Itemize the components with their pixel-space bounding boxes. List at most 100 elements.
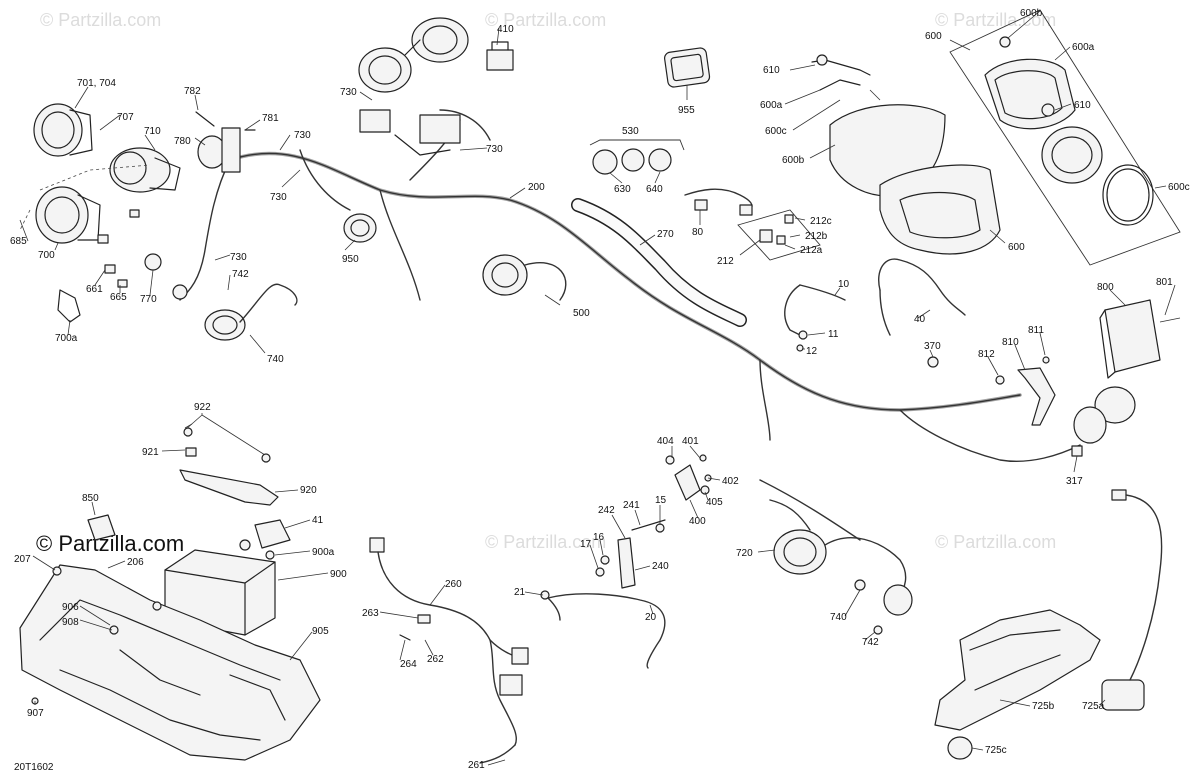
callout-404: 404: [657, 436, 674, 447]
callout-15: 15: [655, 495, 667, 506]
callout-80: 80: [692, 227, 704, 238]
callout-781: 781: [262, 113, 279, 124]
callout-900a: 900a: [312, 547, 335, 558]
switch-950: [343, 213, 377, 243]
callout-317: 317: [1066, 476, 1083, 487]
callout-907: 907: [27, 708, 44, 719]
drawing-code: 20T1602: [14, 762, 54, 773]
callout-730-c: 730: [340, 87, 357, 98]
callout-21: 21: [514, 587, 526, 598]
callout-262: 262: [427, 654, 444, 665]
callout-530: 530: [622, 126, 639, 137]
callout-700: 700: [38, 250, 55, 261]
callout-500: 500: [573, 308, 590, 319]
callout-740-b: 740: [830, 612, 847, 623]
main-harness: [179, 109, 1081, 541]
headlight-assembly-top: [358, 17, 514, 156]
instrument-detail-box: [949, 9, 1181, 266]
callout-200: 200: [528, 182, 545, 193]
callout-600c-a: 600c: [765, 126, 787, 137]
callout-11: 11: [828, 329, 839, 340]
harness-tube-270: [571, 198, 747, 327]
callout-41: 41: [312, 515, 324, 526]
callout-600b-b: 600b: [1020, 8, 1043, 19]
callout-665: 665: [110, 292, 127, 303]
callout-labels: 701, 704 707 710 685 700 700a 661 665 77…: [10, 8, 1190, 771]
callout-206: 206: [127, 557, 144, 568]
callout-710: 710: [144, 126, 161, 137]
horn-bracket-780: [195, 111, 256, 173]
watermark-middle-right: © Partzilla.com: [935, 532, 1056, 552]
callout-921: 921: [142, 447, 159, 458]
callout-16: 16: [593, 532, 605, 543]
watermark-group: © Partzilla.com © Partzilla.com © Partzi…: [36, 10, 1056, 556]
callout-212: 212: [717, 256, 734, 267]
callout-610-a: 610: [763, 65, 780, 76]
callout-410: 410: [497, 24, 514, 35]
headlight-assembly-left: [19, 103, 188, 323]
battery-bracket-920: [179, 414, 279, 506]
callout-610-b: 610: [1074, 100, 1091, 111]
callout-401: 401: [682, 436, 699, 447]
callout-640: 640: [646, 184, 663, 195]
bracket-810: [927, 356, 1136, 457]
callout-242: 242: [598, 505, 615, 516]
callout-850: 850: [82, 493, 99, 504]
callout-701-704: 701, 704: [77, 78, 116, 89]
relay-400: [665, 454, 712, 501]
harness-260: [369, 537, 529, 764]
callout-17: 17: [580, 539, 592, 550]
callout-812: 812: [978, 349, 995, 360]
callout-212a: 212a: [800, 245, 823, 256]
callout-685: 685: [10, 236, 27, 247]
display-955: [664, 47, 711, 88]
callout-920: 920: [300, 485, 317, 496]
leader-lines: [19, 10, 1176, 766]
bracket-240: [595, 519, 666, 589]
callout-40: 40: [914, 314, 926, 325]
callout-240: 240: [652, 561, 669, 572]
watermark-top-left: © Partzilla.com: [40, 10, 161, 30]
callout-207: 207: [14, 554, 31, 565]
callout-600a-a: 600a: [760, 100, 783, 111]
callout-12: 12: [806, 346, 818, 357]
callout-720: 720: [736, 548, 753, 559]
callout-725b: 725b: [1032, 701, 1055, 712]
callout-906: 906: [62, 602, 79, 613]
light-740-left: [204, 283, 298, 341]
instrument-cluster-600: [811, 54, 1001, 255]
callout-370: 370: [924, 341, 941, 352]
callout-950: 950: [342, 254, 359, 265]
battery-900: [87, 514, 291, 636]
sensor-500: [482, 254, 567, 301]
cable-group-10-40: [784, 258, 966, 352]
callout-600-bottom: 600: [1008, 242, 1025, 253]
callout-905: 905: [312, 626, 329, 637]
callout-241: 241: [623, 500, 640, 511]
callout-725c: 725c: [985, 745, 1007, 756]
callout-264: 264: [400, 659, 417, 670]
callout-908: 908: [62, 617, 79, 628]
switch-group-530: [589, 139, 685, 175]
callout-212b: 212b: [805, 231, 828, 242]
cable-20: [540, 590, 666, 669]
callout-707: 707: [117, 112, 134, 123]
callout-10: 10: [838, 279, 850, 290]
callout-260: 260: [445, 579, 462, 590]
callout-600c-b: 600c: [1168, 182, 1190, 193]
callout-900: 900: [330, 569, 347, 580]
callout-700a: 700a: [55, 333, 78, 344]
callout-405: 405: [706, 497, 723, 508]
callout-20: 20: [645, 612, 657, 623]
callout-661: 661: [86, 284, 103, 295]
callout-742-b: 742: [862, 637, 879, 648]
callout-811: 811: [1028, 325, 1044, 336]
callout-725a: 725a: [1082, 701, 1105, 712]
callout-400: 400: [689, 516, 706, 527]
callout-742: 742: [232, 269, 249, 280]
callout-630: 630: [614, 184, 631, 195]
callout-600-top: 600: [925, 31, 942, 42]
watermark-middle: © Partzilla.com: [485, 532, 606, 552]
callout-740: 740: [267, 354, 284, 365]
